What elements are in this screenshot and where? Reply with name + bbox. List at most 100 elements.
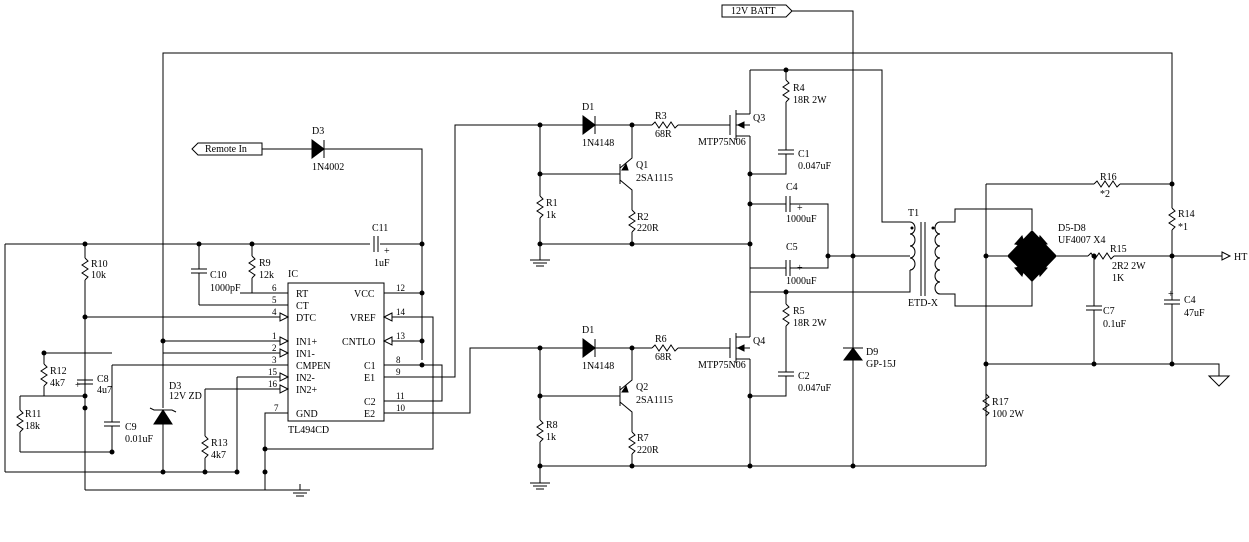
svg-text:2R2 2W: 2R2 2W (1112, 261, 1146, 272)
svg-text:CMPEN: CMPEN (296, 361, 330, 372)
ic-part: TL494CD (288, 425, 329, 436)
ic-ref: IC (288, 269, 298, 280)
svg-text:IN2-: IN2- (296, 373, 315, 384)
svg-text:4k7: 4k7 (211, 450, 226, 461)
left-network: R10 10k R9 12k C10 1000pF D3 12V ZD R12 … (16, 244, 310, 497)
svg-text:1000uF: 1000uF (786, 214, 817, 225)
svg-text:12V ZD: 12V ZD (169, 391, 202, 402)
svg-text:1k: 1k (546, 432, 556, 443)
c11: C11 + 1uF (372, 223, 390, 269)
svg-text:D1: D1 (582, 325, 594, 336)
svg-text:R14: R14 (1178, 209, 1195, 220)
svg-text:C8: C8 (97, 374, 109, 385)
svg-text:R2: R2 (637, 212, 649, 223)
svg-text:CNTLO: CNTLO (342, 337, 375, 348)
svg-text:1N4148: 1N4148 (582, 361, 614, 372)
svg-text:15: 15 (268, 367, 278, 377)
svg-text:+: + (797, 263, 803, 274)
svg-text:C2: C2 (364, 397, 376, 408)
svg-text:R5: R5 (793, 306, 805, 317)
upper-driver: D1 1N4148 R3 68R Q3 MTP75N06 Q1 2SA1115 … (530, 69, 910, 292)
svg-text:C4: C4 (786, 182, 798, 193)
c11-value: 1uF (374, 258, 390, 269)
svg-text:T1: T1 (908, 208, 919, 219)
svg-text:0.1uF: 0.1uF (1103, 319, 1127, 330)
svg-text:R17: R17 (992, 397, 1009, 408)
svg-text:R16: R16 (1100, 172, 1117, 183)
svg-text:D9: D9 (866, 347, 878, 358)
svg-text:GP-15J: GP-15J (866, 359, 896, 370)
svg-text:GND: GND (296, 409, 318, 420)
d3a-value: 1N4002 (312, 162, 344, 173)
remote-label: Remote In (205, 144, 247, 155)
svg-text:+: + (384, 246, 390, 257)
svg-text:R1: R1 (546, 198, 558, 209)
svg-text:CT: CT (296, 301, 309, 312)
svg-text:10: 10 (396, 403, 406, 413)
svg-text:R6: R6 (655, 334, 667, 345)
svg-text:*2: *2 (1100, 189, 1110, 200)
svg-text:R3: R3 (655, 111, 667, 122)
svg-text:E1: E1 (364, 373, 375, 384)
svg-text:R9: R9 (259, 258, 271, 269)
svg-text:R12: R12 (50, 366, 67, 377)
svg-text:47uF: 47uF (1184, 308, 1205, 319)
svg-text:Q2: Q2 (636, 382, 648, 393)
wires-top (4, 10, 1173, 473)
batt-label: 12V BATT (731, 6, 776, 17)
svg-text:C10: C10 (210, 270, 227, 281)
svg-text:12: 12 (396, 283, 405, 293)
svg-text:RT: RT (296, 289, 308, 300)
svg-text:D5-D8: D5-D8 (1058, 223, 1086, 234)
svg-text:1K: 1K (1112, 273, 1125, 284)
svg-text:R11: R11 (25, 409, 41, 420)
svg-text:68R: 68R (655, 129, 672, 140)
svg-text:D3: D3 (169, 381, 181, 392)
svg-text:ETD-X: ETD-X (908, 298, 939, 309)
c11-ref: C11 (372, 223, 388, 234)
svg-text:4: 4 (272, 307, 277, 317)
svg-text:1k: 1k (546, 210, 556, 221)
svg-text:13: 13 (396, 331, 406, 341)
svg-text:1000pF: 1000pF (210, 283, 241, 294)
remote-in: Remote In D3 1N4002 (191, 126, 423, 360)
svg-text:68R: 68R (655, 352, 672, 363)
svg-text:R10: R10 (91, 259, 108, 270)
svg-text:R13: R13 (211, 438, 228, 449)
svg-text:VREF: VREF (350, 313, 376, 324)
svg-text:1000uF: 1000uF (786, 276, 817, 287)
svg-text:18R 2W: 18R 2W (793, 318, 827, 329)
svg-text:18k: 18k (25, 421, 40, 432)
svg-text:0.047uF: 0.047uF (798, 383, 832, 394)
rectifier-bridge: D5-D8 UF4007 X4 R16 *2 R14 *1 HT R15 2R2… (982, 172, 1247, 466)
svg-text:220R: 220R (637, 445, 659, 456)
svg-text:220R: 220R (637, 223, 659, 234)
svg-text:DTC: DTC (296, 313, 316, 324)
batt-connector: 12V BATT (721, 4, 793, 18)
svg-text:MTP75N06: MTP75N06 (698, 360, 746, 371)
ic-pins-left: 6 RT 5 CT 4 DTC 1 IN1+ 2 IN1- 3 CMPEN 15… (268, 283, 330, 420)
svg-text:IN1-: IN1- (296, 349, 315, 360)
svg-text:C9: C9 (125, 422, 137, 433)
svg-text:VCC: VCC (354, 289, 375, 300)
svg-text:UF4007 X4: UF4007 X4 (1058, 235, 1106, 246)
svg-text:2: 2 (272, 343, 277, 353)
svg-text:MTP75N06: MTP75N06 (698, 137, 746, 148)
svg-text:Q1: Q1 (636, 160, 648, 171)
svg-text:Q4: Q4 (753, 336, 765, 347)
svg-text:2SA1115: 2SA1115 (636, 395, 673, 406)
svg-text:C1: C1 (798, 149, 810, 160)
svg-text:2SA1115: 2SA1115 (636, 173, 673, 184)
junctions (41, 67, 1175, 475)
svg-text:3: 3 (272, 355, 277, 365)
svg-text:12k: 12k (259, 270, 274, 281)
svg-text:IN1+: IN1+ (296, 337, 318, 348)
d3a-ref: D3 (312, 126, 324, 137)
svg-text:C1: C1 (364, 361, 376, 372)
svg-text:*1: *1 (1178, 222, 1188, 233)
transformer-t1: T1 ETD-X (908, 208, 1033, 309)
svg-text:C2: C2 (798, 371, 810, 382)
svg-text:D1: D1 (582, 102, 594, 113)
svg-text:8: 8 (396, 355, 401, 365)
